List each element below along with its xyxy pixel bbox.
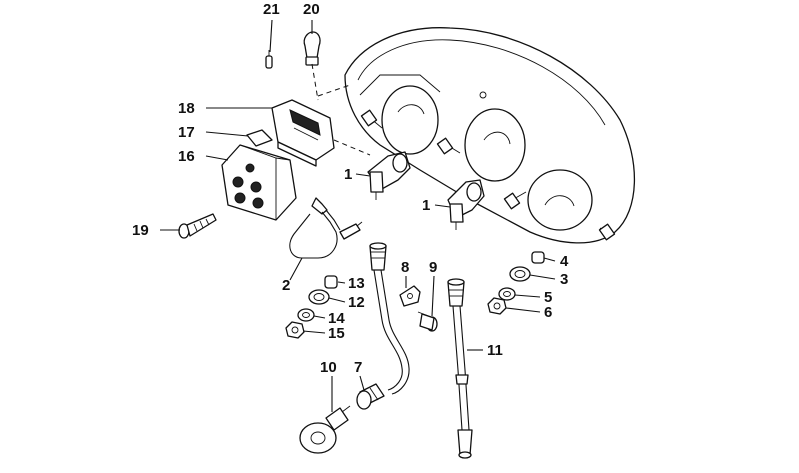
bulb-21 [265, 50, 273, 69]
callout-13: 13 [348, 275, 365, 292]
cable-11 [447, 278, 473, 459]
grommet-12 [308, 289, 330, 305]
callout-10: 10 [320, 359, 337, 376]
bushing-13 [324, 275, 338, 289]
gasket-17 [246, 129, 273, 147]
clip-8 [399, 285, 421, 307]
callout-5: 5 [544, 289, 552, 306]
callout-18: 18 [178, 100, 195, 117]
drive-unit-10 [299, 405, 351, 454]
callout-6: 6 [544, 304, 552, 321]
callout-1a: 1 [344, 166, 352, 183]
callout-9: 9 [429, 259, 437, 276]
leader-lines [160, 19, 556, 412]
callout-11: 11 [487, 342, 503, 359]
instrument-housing [344, 27, 636, 244]
callout-4: 4 [560, 253, 569, 270]
connector-block-16 [221, 144, 297, 221]
nut-6 [487, 297, 507, 315]
bulb-20 [303, 31, 321, 66]
callout-2: 2 [282, 277, 290, 294]
angle-drive-1a [367, 151, 411, 200]
callout-19: 19 [132, 222, 149, 239]
lamp-holder-18 [271, 99, 335, 167]
screw-19 [178, 213, 217, 239]
callout-17: 17 [178, 124, 195, 141]
grommet-3 [509, 266, 531, 282]
callout-14: 14 [328, 310, 345, 327]
assembly-lines [311, 63, 371, 156]
callout-7: 7 [354, 359, 362, 376]
angle-drive-1b [447, 179, 485, 230]
cable-7 [356, 242, 410, 410]
callout-12: 12 [348, 294, 365, 311]
callout-15: 15 [328, 325, 345, 342]
washer-5 [498, 287, 516, 301]
callout-8: 8 [401, 259, 409, 276]
callout-20: 20 [303, 1, 320, 18]
bushing-4 [531, 251, 545, 264]
nut-15 [285, 321, 305, 339]
bolt-9 [417, 311, 438, 332]
callout-3: 3 [560, 271, 568, 288]
callout-21: 21 [263, 1, 280, 18]
callout-16: 16 [178, 148, 195, 165]
cable-2 [289, 197, 363, 259]
callout-1b: 1 [422, 197, 430, 214]
washer-14 [297, 308, 315, 322]
callout-labels: 21 20 18 17 16 19 1 1 2 13 12 14 15 8 9 … [132, 1, 569, 376]
